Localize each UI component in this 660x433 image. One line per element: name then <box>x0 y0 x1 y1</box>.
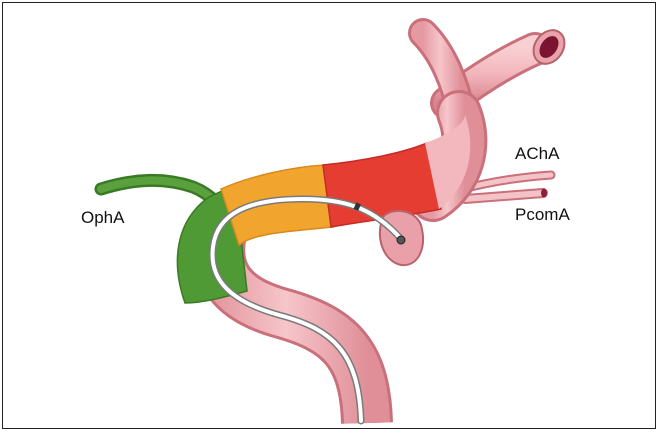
label-acha: AChA <box>515 144 560 163</box>
artery-diagram: OphA AChA PcomA <box>3 3 657 430</box>
figure-frame: OphA AChA PcomA <box>2 2 656 429</box>
label-pcoma: PcomA <box>515 205 570 224</box>
segment-orange <box>221 165 333 245</box>
label-opha: OphA <box>81 208 125 227</box>
catheter-tip <box>397 236 405 244</box>
